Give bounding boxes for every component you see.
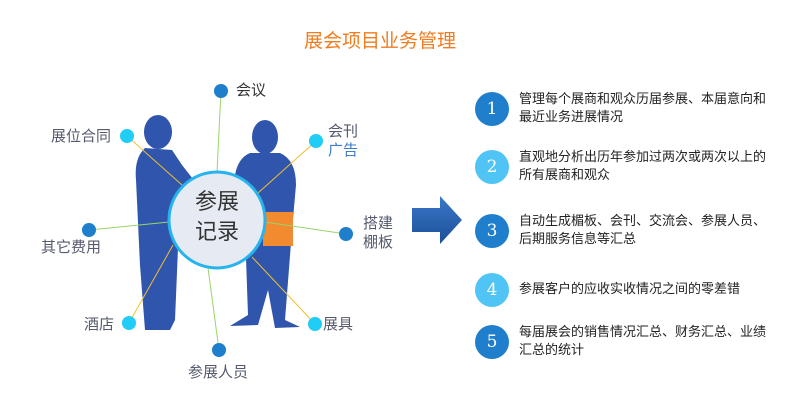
node-hotel: 酒店 bbox=[84, 315, 115, 333]
arrow-right-icon bbox=[412, 196, 462, 244]
feature-item: 5 每届展会的销售情况汇总、财务汇总、业绩汇总的统计 bbox=[475, 324, 775, 360]
node-journal-line2: 广告 bbox=[328, 141, 359, 159]
node-other: 其它费用 bbox=[41, 238, 102, 256]
node-booth-line1: 搭建 bbox=[363, 214, 394, 232]
feature-item: 3 自动生成楣板、会刊、交流会、参展人员、后期服务信息等汇总 bbox=[475, 213, 775, 249]
feature-text: 直观地分析出历年参加过两次或两次以上的所有展商和观众 bbox=[519, 150, 767, 183]
node-booth-line2: 棚板 bbox=[363, 233, 394, 251]
feature-text: 自动生成楣板、会刊、交流会、参展人员、后期服务信息等汇总 bbox=[519, 214, 767, 247]
node-staff: 参展人员 bbox=[188, 363, 249, 381]
node-meeting: 会议 bbox=[236, 81, 267, 99]
number-badge: 4 bbox=[475, 273, 509, 307]
node-equipment: 展具 bbox=[323, 315, 354, 333]
center-line-2: 记录 bbox=[194, 220, 239, 245]
center-label: 参展 记录 bbox=[170, 188, 264, 248]
feature-text: 管理每个展商和观众历届参展、本届意向和最近业务进展情况 bbox=[519, 92, 767, 125]
number-badge: 1 bbox=[475, 92, 509, 126]
diagram bbox=[82, 84, 462, 357]
feature-item: 2 直观地分析出历年参加过两次或两次以上的所有展商和观众 bbox=[475, 149, 775, 185]
feature-text: 参展客户的应收实收情况之间的零差错 bbox=[519, 282, 741, 297]
node-contract: 展位合同 bbox=[51, 127, 112, 145]
center-circle bbox=[167, 170, 267, 270]
node-journal: 会刊 广告 bbox=[328, 122, 358, 160]
feature-text: 每届展会的销售情况汇总、财务汇总、业绩汇总的统计 bbox=[519, 325, 767, 358]
number-badge: 5 bbox=[475, 325, 509, 359]
page-title: 展会项目业务管理 bbox=[303, 30, 456, 52]
feature-item: 1 管理每个展商和观众历届参展、本届意向和最近业务进展情况 bbox=[475, 91, 775, 127]
center-line-1: 参展 bbox=[194, 190, 239, 215]
feature-item: 4 参展客户的应收实收情况之间的零差错 bbox=[475, 273, 775, 307]
node-dots bbox=[82, 84, 353, 357]
node-booth: 搭建 棚板 bbox=[363, 214, 393, 252]
number-badge: 2 bbox=[475, 150, 509, 184]
node-journal-line1: 会刊 bbox=[328, 122, 359, 140]
number-badge: 3 bbox=[475, 214, 509, 248]
